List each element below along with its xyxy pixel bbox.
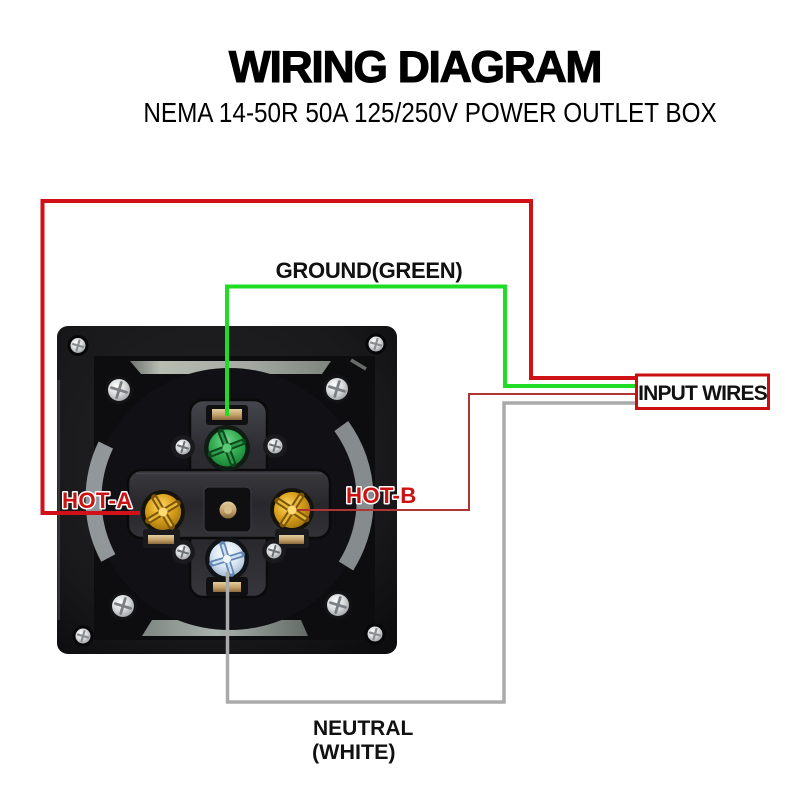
svg-text:HOT-B: HOT-B: [346, 483, 417, 508]
svg-text:NEUTRAL: NEUTRAL: [313, 717, 413, 740]
svg-text:NEMA 14-50R 50A 125/250V POWER: NEMA 14-50R 50A 125/250V POWER OUTLET BO…: [143, 96, 716, 128]
svg-text:GROUND(GREEN): GROUND(GREEN): [276, 258, 463, 283]
svg-text:INPUT WIRES: INPUT WIRES: [638, 382, 768, 405]
svg-text:HOT-A: HOT-A: [62, 488, 133, 513]
svg-text:(WHITE): (WHITE): [312, 740, 396, 764]
svg-text:WIRING DIAGRAM: WIRING DIAGRAM: [229, 43, 601, 92]
